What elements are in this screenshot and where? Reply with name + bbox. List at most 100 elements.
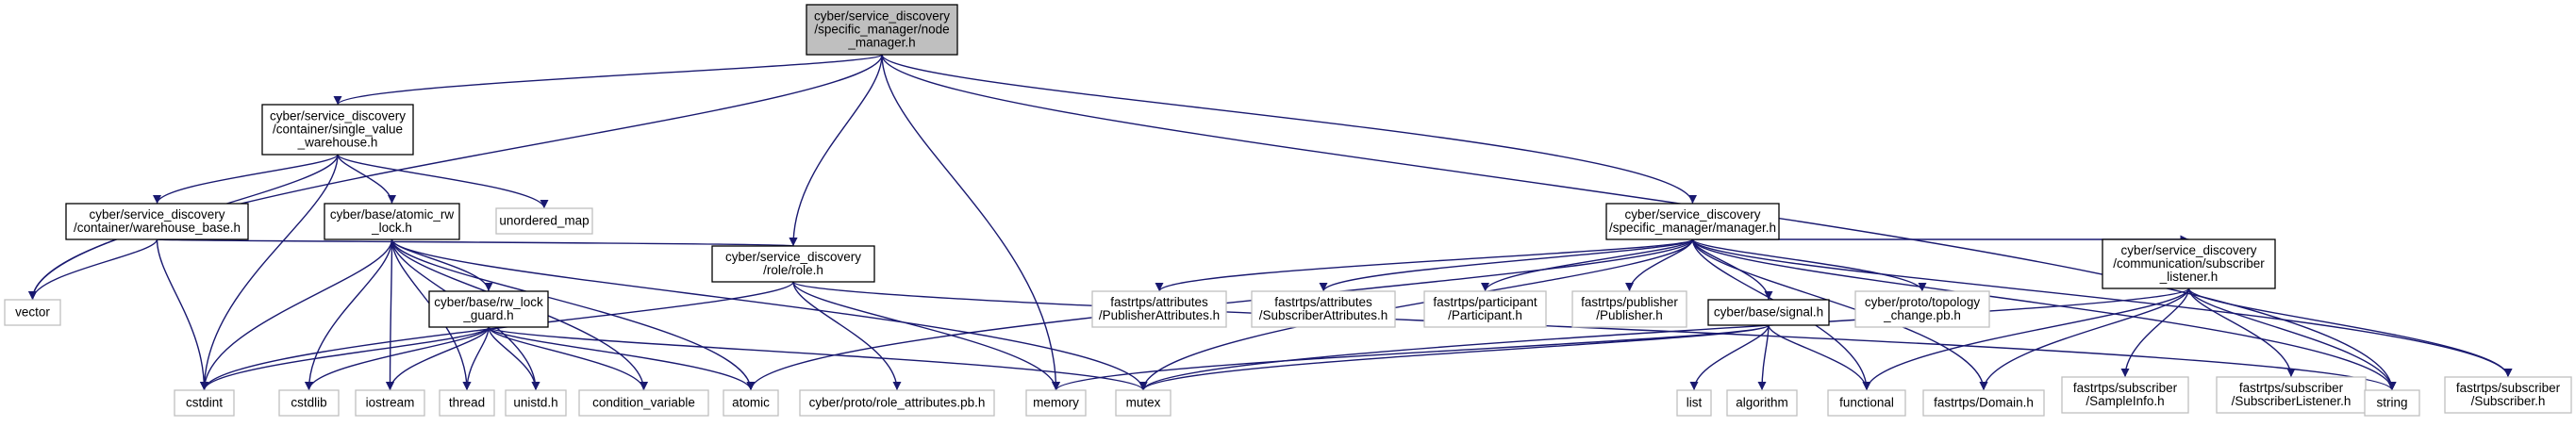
node-box — [1571, 290, 1687, 328]
edge-signal-to-functional — [1768, 324, 1871, 391]
edge-manager-to-subscriber_ext — [1691, 238, 2513, 378]
edge-atomic_rw_lock-to-mutex — [391, 238, 1148, 391]
node-label: _change.pb.h — [1883, 308, 1961, 322]
node-iostream: iostream — [355, 389, 425, 417]
node-box — [1115, 389, 1172, 417]
edge-single_value_warehouse-to-cstdint — [200, 154, 339, 391]
node-label: mutex — [1126, 396, 1161, 410]
node-label: /Subscriber.h — [2471, 394, 2546, 408]
edge-role-to-cstdint — [200, 281, 794, 391]
node-box — [1676, 389, 1712, 417]
node-box — [578, 389, 709, 417]
node-label: cyber/base/rw_lock — [434, 295, 543, 309]
node-publisher-attributes: fastrtps/attributes/PublisherAttributes.… — [1091, 290, 1227, 328]
node-atomic-rw-lock[interactable]: cyber/base/atomic_rw_lock.h — [324, 203, 460, 240]
node-box — [428, 290, 549, 328]
node-label: cyber/proto/topology — [1865, 295, 1981, 309]
edge-layer — [28, 54, 2513, 391]
edge-rw_lock_guard-to-iostream — [386, 326, 490, 391]
edge-atomic_rw_lock-to-cstdint — [200, 238, 393, 391]
node-cstdlib: cstdlib — [278, 389, 340, 417]
node-label: functional — [1839, 396, 1894, 410]
node-single-value-warehouse[interactable]: cyber/service_discovery/container/single… — [261, 104, 414, 156]
edge-atomic_rw_lock-to-atomic — [391, 238, 756, 391]
node-box — [711, 245, 875, 283]
edge-signal-to-mutex — [1138, 324, 1770, 391]
node-publisher: fastrtps/publisher/Publisher.h — [1571, 290, 1687, 328]
node-label: cyber/base/signal.h — [1714, 305, 1823, 320]
node-subscriber-listener-ext: fastrtps/subscriber/SubscriberListener.h — [2216, 376, 2367, 414]
node-label: _manager.h — [847, 36, 915, 50]
node-label: unistd.h — [513, 396, 557, 410]
node-label: /communication/subscriber — [2113, 256, 2265, 271]
edge-subscriber_listener-to-subscriber_listener_ext — [2187, 287, 2296, 378]
node-label: cyber/base/atomic_rw — [330, 207, 455, 222]
node-atomic: atomic — [723, 389, 779, 417]
node-node-manager[interactable]: cyber/service_discovery/specific_manager… — [806, 4, 958, 56]
node-box — [278, 389, 340, 417]
node-box — [2444, 376, 2572, 414]
node-box — [799, 389, 995, 417]
edge-subscriber_listener-to-functional — [1862, 287, 2190, 391]
node-role[interactable]: cyber/service_discovery/role/role.h — [711, 245, 875, 283]
edge-subscriber_listener-to-domain — [1979, 287, 2190, 391]
node-sample-info: fastrtps/subscriber/SampleInfo.h — [2061, 376, 2189, 414]
edge-signal-to-memory — [1052, 324, 1770, 391]
node-label: cyber/service_discovery — [270, 109, 406, 123]
node-label: fastrtps/subscriber — [2073, 381, 2178, 395]
node-signal[interactable]: cyber/base/signal.h — [1707, 299, 1830, 326]
node-label: list — [1687, 396, 1703, 410]
node-box — [1605, 203, 1780, 240]
node-box — [1423, 290, 1547, 328]
node-label: /specific_manager/manager.h — [1609, 221, 1776, 235]
node-box — [355, 389, 425, 417]
node-box — [2061, 376, 2189, 414]
edge-manager-to-publisher — [1625, 238, 1694, 292]
node-label: /role/role.h — [763, 263, 823, 277]
node-label: fastrtps/attributes — [1110, 295, 1208, 309]
node-label: algorithm — [1736, 396, 1788, 410]
edge-single_value_warehouse-to-warehouse_base — [153, 154, 339, 205]
node-thread: thread — [439, 389, 495, 417]
node-domain: fastrtps/Domain.h — [1922, 389, 2045, 417]
edge-rw_lock_guard-to-unistd — [488, 326, 540, 391]
node-layer: cyber/service_discovery/specific_manager… — [4, 4, 2572, 417]
edge-atomic_rw_lock-to-rw_lock_guard — [391, 238, 493, 292]
node-manager[interactable]: cyber/service_discovery/specific_manager… — [1605, 203, 1780, 240]
edge-atomic_rw_lock-to-iostream — [386, 238, 395, 391]
node-box — [174, 389, 235, 417]
node-box — [65, 203, 249, 240]
edge-signal-to-list — [1689, 324, 1770, 391]
node-box — [4, 299, 61, 326]
node-label: thread — [449, 396, 485, 410]
node-unistd: unistd.h — [505, 389, 567, 417]
node-box — [1091, 290, 1227, 328]
node-label: fastrtps/subscriber — [2456, 381, 2561, 395]
node-subscriber-attributes: fastrtps/attributes/SubscriberAttributes… — [1251, 290, 1396, 328]
node-subscriber-listener[interactable]: cyber/service_discovery/communication/su… — [2102, 238, 2276, 289]
node-functional: functional — [1827, 389, 1906, 417]
node-label: fastrtps/participant — [1433, 295, 1537, 309]
node-label: /SampleInfo.h — [2086, 394, 2164, 408]
node-box — [1025, 389, 1087, 417]
node-box — [1707, 299, 1830, 326]
node-box — [505, 389, 567, 417]
node-label: /SubscriberListener.h — [2232, 394, 2352, 408]
node-box — [2102, 238, 2276, 289]
node-box — [2364, 389, 2420, 417]
node-label: fastrtps/Domain.h — [1934, 396, 2034, 410]
edge-manager-to-domain — [1691, 238, 1988, 391]
node-mutex: mutex — [1115, 389, 1172, 417]
node-warehouse-base[interactable]: cyber/service_discovery/container/wareho… — [65, 203, 249, 240]
node-topology-change-pb: cyber/proto/topology_change.pb.h — [1854, 290, 1990, 328]
edge-warehouse_base-to-cstdint — [156, 238, 208, 391]
node-label: /container/warehouse_base.h — [74, 221, 241, 235]
node-rw-lock-guard[interactable]: cyber/base/rw_lock_guard.h — [428, 290, 549, 328]
node-role-attributes-pb: cyber/proto/role_attributes.pb.h — [799, 389, 995, 417]
edge-single_value_warehouse-to-atomic_rw_lock — [337, 154, 396, 205]
node-subscriber-ext: fastrtps/subscriber/Subscriber.h — [2444, 376, 2572, 414]
edge-manager-to-mutex — [1138, 238, 1694, 391]
node-label: _lock.h — [371, 221, 412, 235]
node-box — [1922, 389, 2045, 417]
